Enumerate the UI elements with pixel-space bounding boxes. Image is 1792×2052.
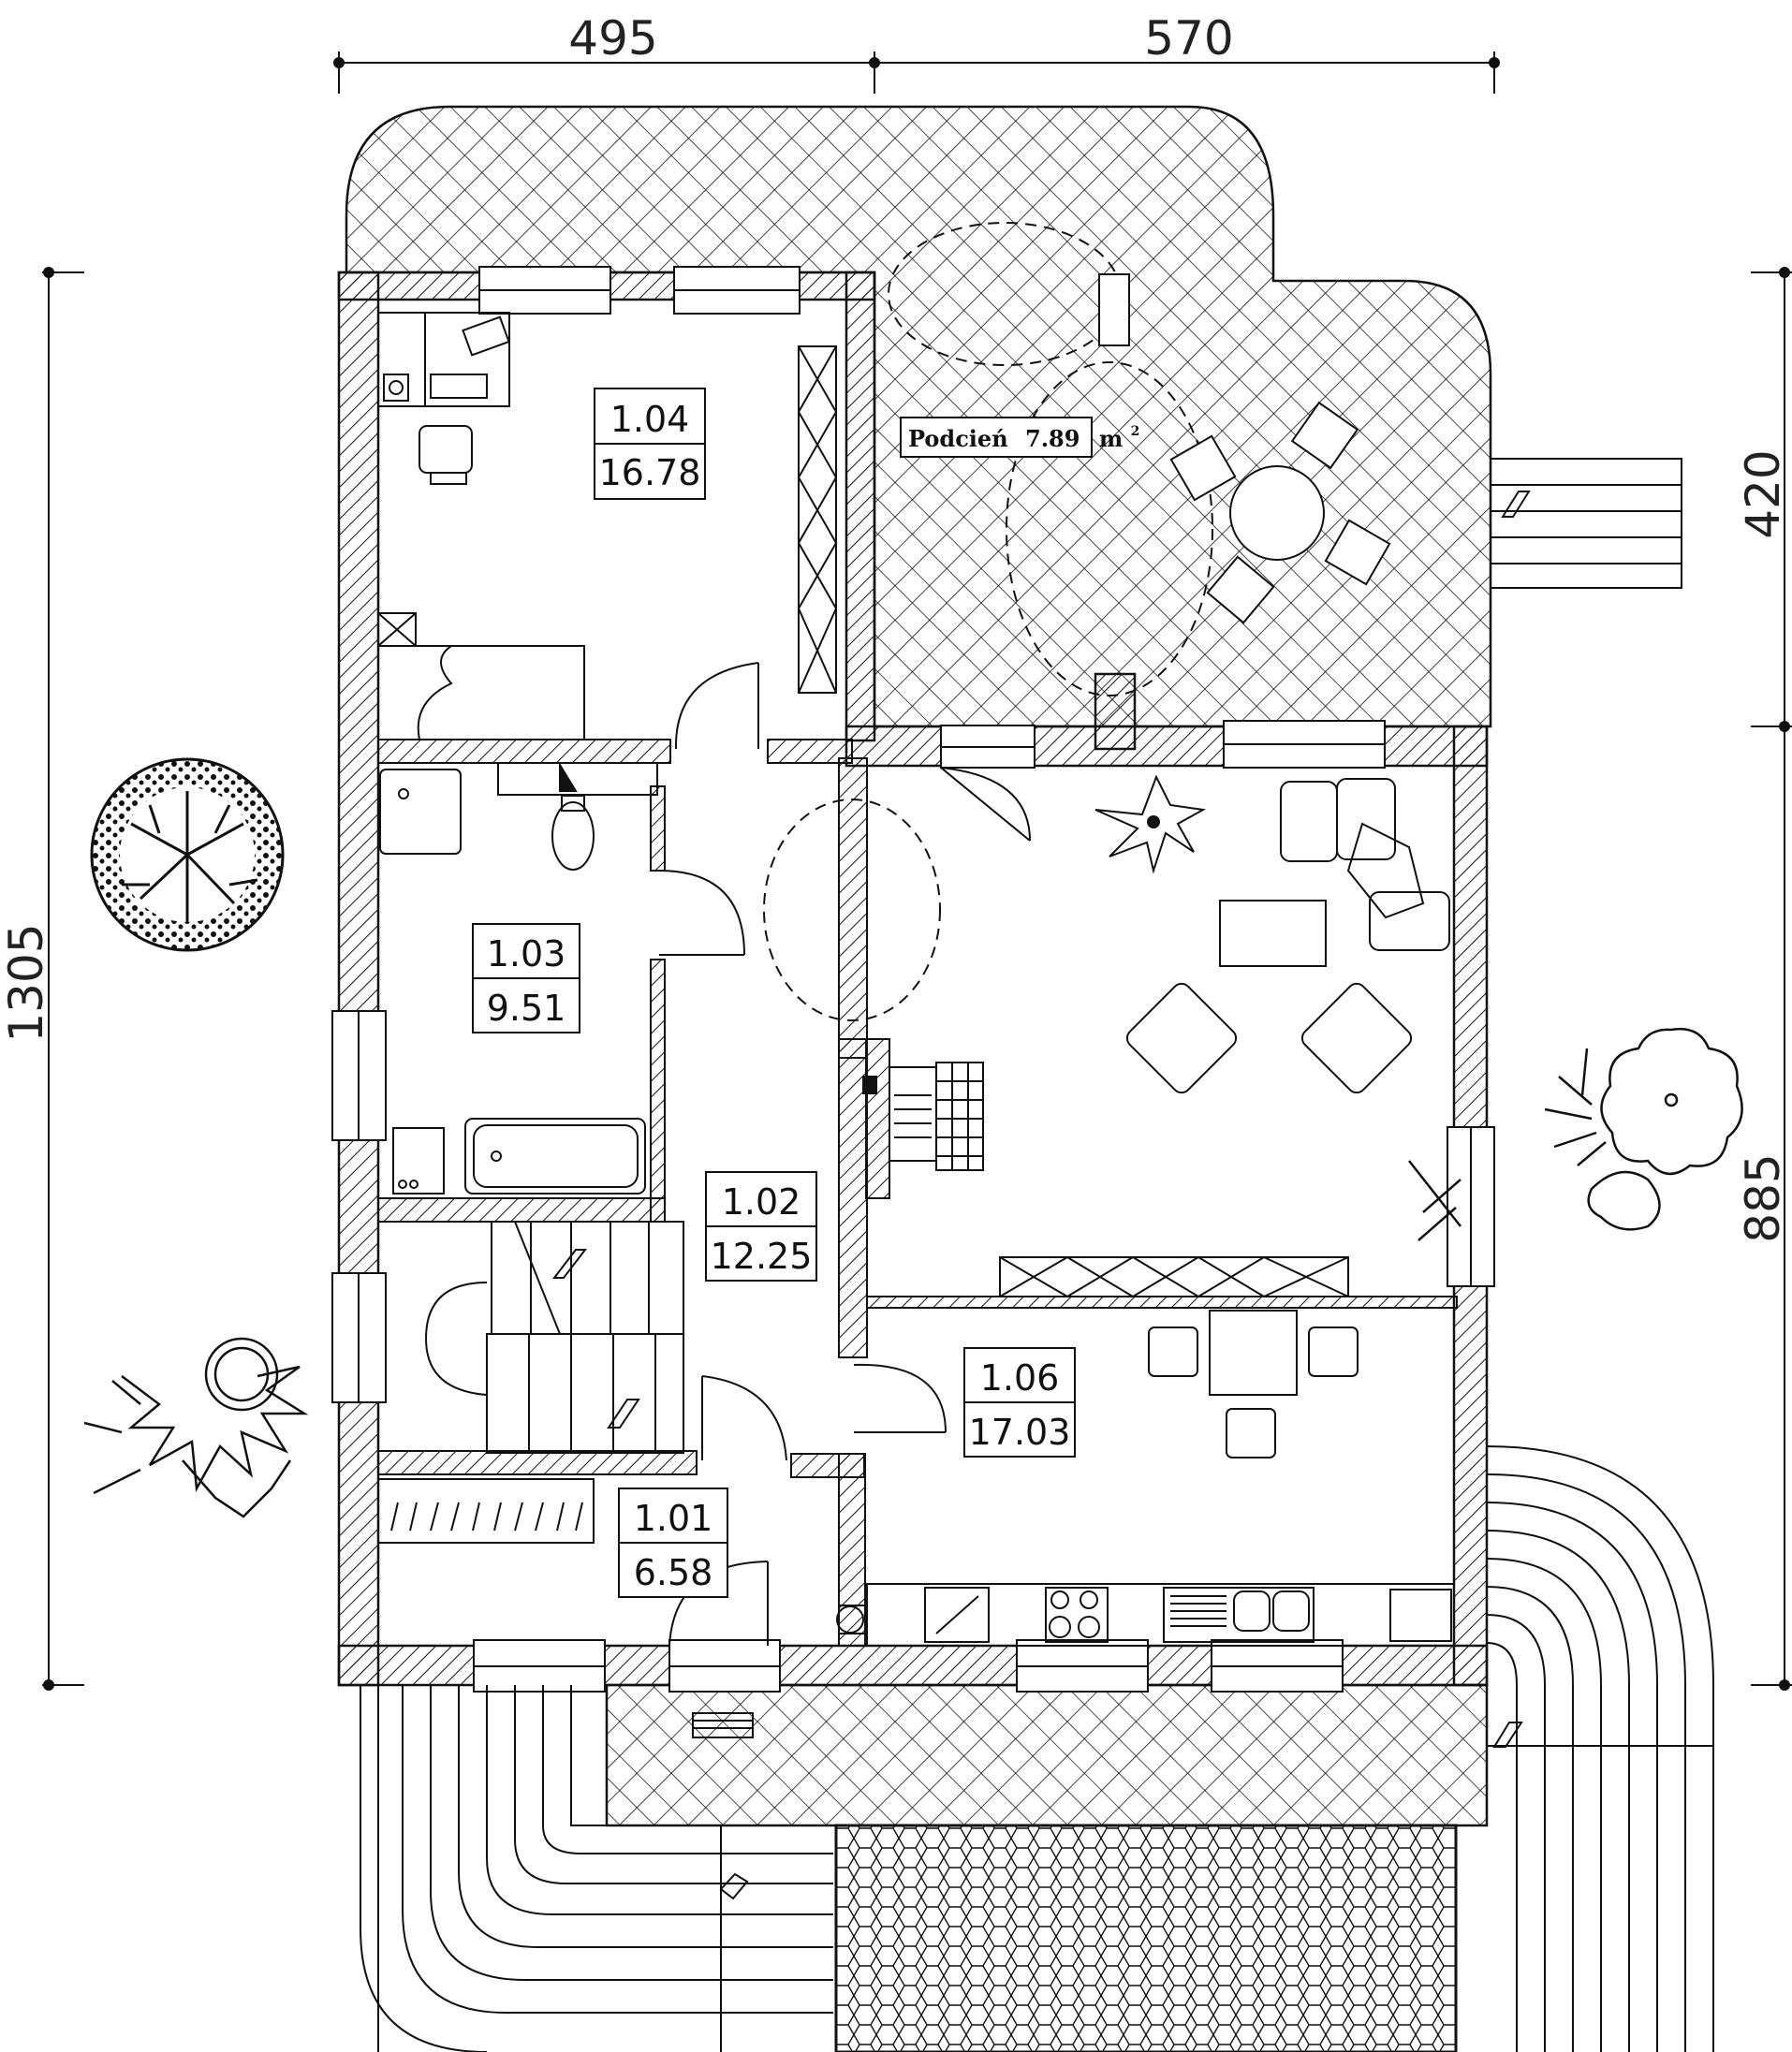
dimension-right-bottom-label: 885 xyxy=(1736,1153,1790,1242)
room-label-1-04: 1.04 16.78 xyxy=(594,388,706,500)
room-number: 1.02 xyxy=(722,1181,801,1223)
room-number: 1.01 xyxy=(634,1498,713,1539)
dimension-left-label: 1305 xyxy=(0,923,53,1042)
dimension-right xyxy=(1751,267,1792,1691)
dimension-top xyxy=(333,51,1500,94)
shrub-west xyxy=(83,1337,309,1518)
room-label-1-03: 1.03 9.51 xyxy=(472,923,580,1033)
tree-west xyxy=(90,757,285,952)
porch-dining-set xyxy=(1098,273,1391,624)
office-furniture xyxy=(377,312,837,740)
entrance-steps xyxy=(692,1712,754,1738)
fireplace xyxy=(862,1038,984,1199)
room-label-1-02: 1.02 12.25 xyxy=(705,1171,817,1282)
dimension-left xyxy=(42,267,84,1691)
porch-name: Podcień xyxy=(908,425,1008,452)
east-terrace-steps xyxy=(1486,1445,1714,2052)
hall-skylight-outline xyxy=(763,799,941,1021)
room-label-1-01: 1.01 6.58 xyxy=(618,1488,728,1598)
porch-unit: m xyxy=(1099,425,1123,452)
room-area: 12.25 xyxy=(711,1236,813,1277)
porch-unit-superscript: 2 xyxy=(1131,424,1140,439)
room-area: 6.58 xyxy=(634,1552,713,1593)
north-stairs xyxy=(1490,458,1682,589)
dimension-top-left: 495 xyxy=(568,11,657,66)
staircase xyxy=(424,1221,684,1454)
porch-label: Podcień 7.89 m 2 xyxy=(908,424,1139,452)
room-number: 1.04 xyxy=(610,399,690,440)
bathroom-furniture xyxy=(379,761,658,1195)
room-area: 9.51 xyxy=(487,988,566,1029)
west-terrace-steps xyxy=(360,1685,833,2052)
dimension-right-top-label: 420 xyxy=(1736,449,1790,538)
room-number: 1.06 xyxy=(980,1357,1060,1399)
room-area: 17.03 xyxy=(969,1412,1071,1453)
shrub-east xyxy=(1408,1027,1743,1241)
living-room-furniture xyxy=(999,774,1450,1297)
room-label-1-06: 1.06 17.03 xyxy=(963,1347,1076,1458)
porch-label-box xyxy=(900,417,1093,458)
room-area: 16.78 xyxy=(599,452,701,493)
windows xyxy=(331,266,1495,1693)
driveway-paving xyxy=(834,1824,1458,2052)
entrance-paving xyxy=(605,1683,1489,1827)
hall-wardrobe xyxy=(377,1478,866,1634)
dimension-top-right: 570 xyxy=(1144,11,1233,66)
kitchen-furniture xyxy=(866,1310,1455,1647)
porch-area: 7.89 xyxy=(1025,425,1080,452)
room-number: 1.03 xyxy=(487,933,566,975)
